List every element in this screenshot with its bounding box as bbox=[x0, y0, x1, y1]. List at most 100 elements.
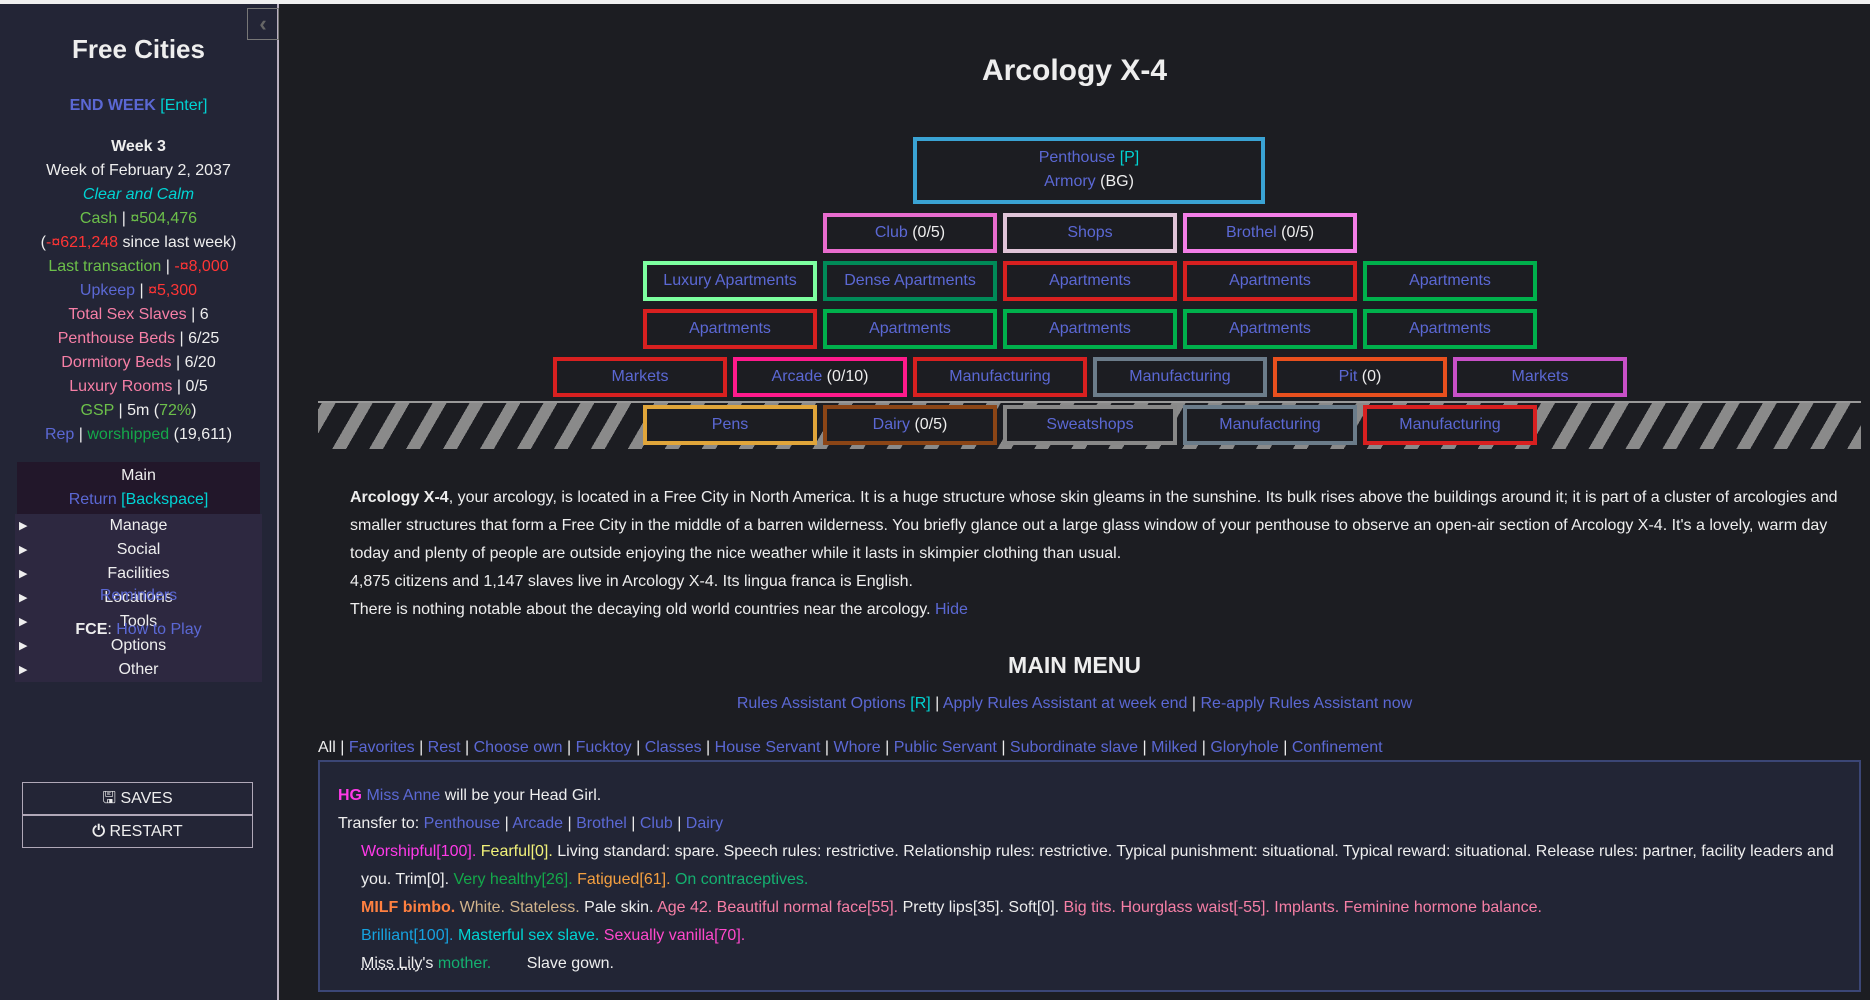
nav-item-other[interactable]: ▶Other bbox=[15, 658, 262, 682]
facility-box-pit[interactable]: Pit (0) bbox=[1273, 357, 1447, 397]
restart-button[interactable]: ⏻ RESTART bbox=[22, 815, 253, 848]
link[interactable]: How to Play bbox=[116, 621, 202, 638]
facility-box-club[interactable]: Club (0/5) bbox=[823, 213, 997, 253]
facility-link[interactable]: Dairy bbox=[872, 416, 910, 433]
link[interactable]: Fucktoy bbox=[575, 739, 632, 756]
link[interactable]: Whore bbox=[833, 739, 881, 756]
facility-box-apartments[interactable]: Apartments bbox=[1363, 309, 1537, 349]
text-segment: since last week) bbox=[118, 234, 237, 251]
facility-link[interactable]: Apartments bbox=[1409, 320, 1491, 337]
facility-box-sweatshops[interactable]: Sweatshops bbox=[1003, 405, 1177, 445]
nav-item-facilities[interactable]: ▶Facilities bbox=[15, 562, 262, 586]
penthouse-link[interactable]: Penthouse [P] bbox=[917, 146, 1261, 170]
link[interactable]: Upkeep bbox=[79, 282, 136, 299]
link[interactable]: House Servant bbox=[714, 739, 821, 756]
facility-link[interactable]: Manufacturing bbox=[1399, 416, 1501, 433]
facility-link[interactable]: Markets bbox=[611, 368, 669, 385]
collapse-sidebar-button[interactable]: ‹ bbox=[247, 8, 279, 40]
transfer-links[interactable]: Transfer to: Penthouse | Arcade | Brothe… bbox=[338, 810, 1841, 838]
facility-link[interactable]: Arcade bbox=[771, 368, 823, 385]
facility-box-manufacturing[interactable]: Manufacturing bbox=[1093, 357, 1267, 397]
facility-link[interactable]: Apartments bbox=[1049, 320, 1131, 337]
nav-item-locations[interactable]: ▶Locations bbox=[15, 586, 262, 610]
facility-box-brothel[interactable]: Brothel (0/5) bbox=[1183, 213, 1357, 253]
facility-box-manufacturing[interactable]: Manufacturing bbox=[1363, 405, 1537, 445]
facility-link[interactable]: Brothel bbox=[1225, 224, 1277, 241]
facility-box-apartments[interactable]: Apartments bbox=[1183, 261, 1357, 301]
link[interactable]: Arcade bbox=[512, 815, 564, 832]
facility-box-manufacturing[interactable]: Manufacturing bbox=[913, 357, 1087, 397]
link[interactable]: END WEEK bbox=[69, 97, 161, 114]
facility-box-shops[interactable]: Shops bbox=[1003, 213, 1177, 253]
link[interactable]: Confinement bbox=[1291, 739, 1383, 756]
facility-box-markets[interactable]: Markets bbox=[553, 357, 727, 397]
link[interactable]: Penthouse bbox=[1038, 149, 1120, 166]
facility-link[interactable]: Manufacturing bbox=[949, 368, 1051, 385]
link[interactable]: Milked bbox=[1151, 739, 1198, 756]
link[interactable]: Re-apply Rules Assistant now bbox=[1200, 695, 1413, 712]
facility-link[interactable]: Luxury Apartments bbox=[663, 272, 797, 289]
facility-link[interactable]: Apartments bbox=[1229, 320, 1311, 337]
facility-link[interactable]: Markets bbox=[1511, 368, 1569, 385]
facility-box-apartments[interactable]: Apartments bbox=[1003, 261, 1177, 301]
facility-box-apartments[interactable]: Apartments bbox=[1363, 261, 1537, 301]
saves-button[interactable]: 🖫 SAVES bbox=[22, 782, 253, 815]
facility-link[interactable]: Sweatshops bbox=[1046, 416, 1134, 433]
facility-box-pens[interactable]: Pens bbox=[643, 405, 817, 445]
facility-link[interactable]: Apartments bbox=[1409, 272, 1491, 289]
facility-box-dense-apartments[interactable]: Dense Apartments bbox=[823, 261, 997, 301]
link[interactable]: Club bbox=[639, 815, 673, 832]
facility-box-manufacturing[interactable]: Manufacturing bbox=[1183, 405, 1357, 445]
link[interactable]: Penthouse bbox=[423, 815, 501, 832]
text-segment: | bbox=[701, 739, 715, 756]
link[interactable]: Public Servant bbox=[893, 739, 997, 756]
nav-item-social[interactable]: ▶Social bbox=[15, 538, 262, 562]
link[interactable]: Rep bbox=[44, 426, 75, 443]
facility-box-apartments[interactable]: Apartments bbox=[1183, 309, 1357, 349]
link[interactable]: Return bbox=[68, 491, 122, 508]
link[interactable]: Rest bbox=[427, 739, 461, 756]
link[interactable]: Choose own bbox=[473, 739, 563, 756]
facility-box-apartments[interactable]: Apartments bbox=[643, 309, 817, 349]
facility-link[interactable]: Pit bbox=[1338, 368, 1358, 385]
link[interactable]: Gloryhole bbox=[1210, 739, 1279, 756]
nav-item-options[interactable]: ▶Options bbox=[15, 634, 262, 658]
link[interactable]: Rules Assistant Options bbox=[736, 695, 911, 712]
facility-link[interactable]: Pens bbox=[711, 416, 749, 433]
link[interactable]: Classes bbox=[644, 739, 702, 756]
link[interactable]: Dairy bbox=[685, 815, 724, 832]
how-to-play[interactable]: FCE: How to Play bbox=[0, 618, 277, 642]
facility-link[interactable]: Manufacturing bbox=[1129, 368, 1231, 385]
end-week-button[interactable]: END WEEK [Enter] bbox=[0, 94, 277, 118]
facility-link[interactable]: Apartments bbox=[869, 320, 951, 337]
facility-capacity: (0/5) bbox=[910, 416, 948, 433]
facility-link[interactable]: Manufacturing bbox=[1219, 416, 1321, 433]
facility-link[interactable]: Apartments bbox=[1229, 272, 1311, 289]
facility-box-markets[interactable]: Markets bbox=[1453, 357, 1627, 397]
link[interactable]: Miss Anne bbox=[366, 787, 441, 804]
facility-box-apartments[interactable]: Apartments bbox=[1003, 309, 1177, 349]
facility-link[interactable]: Shops bbox=[1067, 224, 1113, 241]
facility-link[interactable]: Apartments bbox=[689, 320, 771, 337]
facility-box-arcade[interactable]: Arcade (0/10) bbox=[733, 357, 907, 397]
link[interactable]: Favorites bbox=[348, 739, 415, 756]
facility-box-apartments[interactable]: Apartments bbox=[823, 309, 997, 349]
facility-box-luxury-apartments[interactable]: Luxury Apartments bbox=[643, 261, 817, 301]
facility-link[interactable]: Dense Apartments bbox=[844, 272, 976, 289]
link[interactable]: Armory bbox=[1044, 173, 1096, 190]
facility-link[interactable]: Club bbox=[874, 224, 908, 241]
nav-item-tools[interactable]: ▶Tools bbox=[15, 610, 262, 634]
facility-box-dairy[interactable]: Dairy (0/5) bbox=[823, 405, 997, 445]
link[interactable]: Subordinate slave bbox=[1009, 739, 1139, 756]
penthouse-box[interactable]: Penthouse [P] Armory (BG) bbox=[913, 137, 1265, 204]
return-button[interactable]: Return [Backspace] bbox=[17, 488, 260, 512]
armory-link[interactable]: Armory (BG) bbox=[917, 170, 1261, 194]
nav-item-manage[interactable]: ▶Manage bbox=[15, 514, 262, 538]
rules-assistant-links[interactable]: Rules Assistant Options [R] | Apply Rule… bbox=[279, 690, 1870, 718]
link[interactable]: Hide bbox=[934, 601, 968, 618]
facility-link[interactable]: Apartments bbox=[1049, 272, 1131, 289]
slave-filter-tabs[interactable]: All | Favorites | Rest | Choose own | Fu… bbox=[318, 734, 1863, 762]
link[interactable]: Brothel bbox=[576, 815, 627, 832]
reminders-link[interactable]: Reminders bbox=[99, 587, 178, 604]
link[interactable]: Apply Rules Assistant at week end bbox=[942, 695, 1188, 712]
